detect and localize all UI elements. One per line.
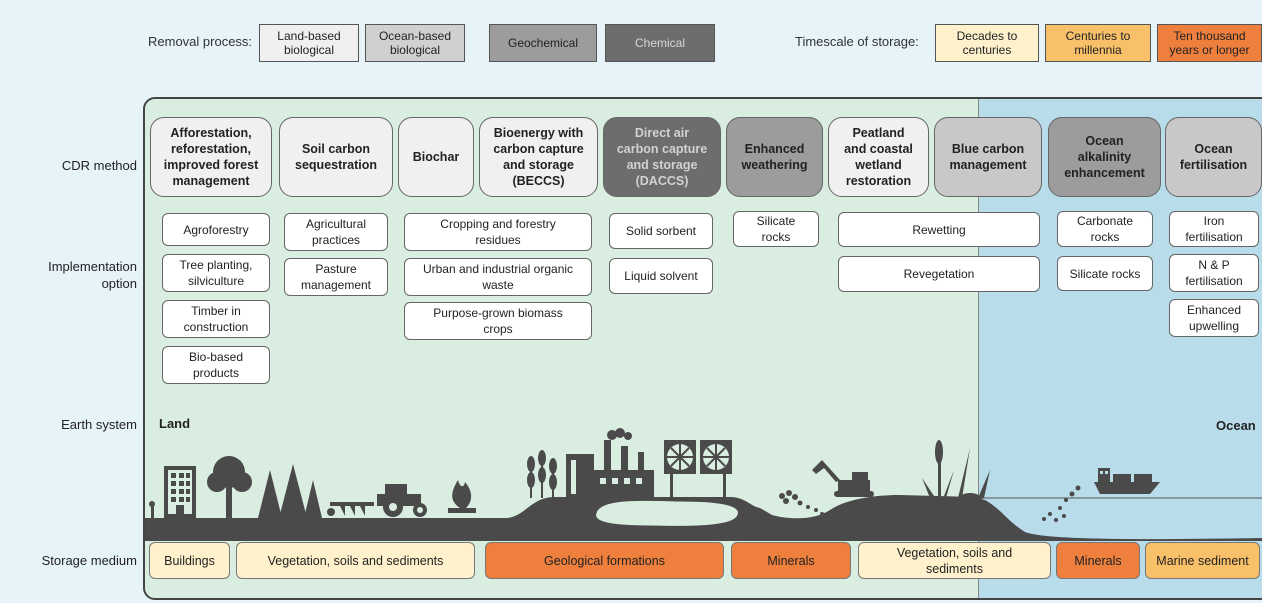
option-tree-planting: Tree planting, silviculture xyxy=(162,254,270,292)
row-label-earth-system: Earth system xyxy=(61,417,137,432)
storage-minerals-ocean: Minerals xyxy=(1056,542,1140,579)
option-liquid-solvent: Liquid solvent xyxy=(609,258,713,294)
plough-icon xyxy=(327,502,374,516)
tractor-icon xyxy=(377,484,427,517)
legend-decades: Decades to centuries xyxy=(935,24,1039,62)
option-timber: Timber in construction xyxy=(162,300,270,338)
method-daccs: Direct air carbon capture and storage (D… xyxy=(603,117,721,197)
method-afforestation: Afforestation, reforestation, improved f… xyxy=(150,117,272,197)
option-agroforestry: Agroforestry xyxy=(162,213,270,246)
legend-ten-thousand: Ten thousand years or longer xyxy=(1157,24,1262,62)
method-beccs: Bioenergy with carbon capture and storag… xyxy=(479,117,598,197)
storage-buildings: Buildings xyxy=(149,542,230,579)
option-carbonate-rocks: Carbonate rocks xyxy=(1057,211,1153,247)
option-bio-based: Bio-based products xyxy=(162,346,270,384)
storage-vegetation-land: Vegetation, soils and sediments xyxy=(236,542,475,579)
storage-minerals: Minerals xyxy=(731,542,851,579)
rocks-icon xyxy=(779,490,824,516)
option-silicate-rocks: Silicate rocks xyxy=(733,211,819,247)
flame-icon xyxy=(448,480,476,513)
option-pasture: Pasture management xyxy=(284,258,388,296)
direct-air-capture-fans-icon xyxy=(664,440,732,498)
row-label-storage-medium: Storage medium xyxy=(41,553,137,568)
option-np-fertilisation: N & P fertilisation xyxy=(1169,254,1259,292)
ocean-label: Ocean xyxy=(1216,418,1256,433)
building-icon xyxy=(149,466,196,518)
option-enhanced-upwelling: Enhanced upwelling xyxy=(1169,299,1259,337)
tree-icon xyxy=(207,456,252,518)
wetland-plants-icon xyxy=(922,440,970,498)
storage-geological: Geological formations xyxy=(485,542,724,579)
ocean-rocks-icon xyxy=(1042,485,1081,522)
option-rewetting: Rewetting xyxy=(838,212,1040,247)
legend-geochemical: Geochemical xyxy=(489,24,597,62)
storage-vegetation-coastal: Vegetation, soils and sediments xyxy=(858,542,1051,579)
geological-reservoir xyxy=(595,499,739,527)
row-label-cdr-method: CDR method xyxy=(61,158,137,173)
ship-icon xyxy=(1094,468,1160,494)
method-blue-carbon: Blue carbon management xyxy=(934,117,1042,197)
method-peatland: Peatland and coastal wetland restoration xyxy=(828,117,929,197)
option-revegetation: Revegetation xyxy=(838,256,1040,292)
crops-icon xyxy=(527,450,557,498)
land-label: Land xyxy=(159,416,191,431)
conifer-trees-icon xyxy=(258,464,322,518)
storage-marine-sediment: Marine sediment xyxy=(1145,542,1260,579)
option-silicate-rocks-ocean: Silicate rocks xyxy=(1057,256,1153,291)
seagrass-icon xyxy=(958,470,990,507)
excavator-icon xyxy=(812,460,874,497)
method-enhanced-weathering: Enhanced weathering xyxy=(726,117,823,197)
option-solid-sorbent: Solid sorbent xyxy=(609,213,713,249)
method-ocean-fertilisation: Ocean fertilisation xyxy=(1165,117,1262,197)
option-urban-waste: Urban and industrial organic waste xyxy=(404,258,592,296)
removal-process-label: Removal process: xyxy=(148,34,253,49)
legend-land-based: Land-based biological xyxy=(259,24,359,62)
option-iron-fertilisation: Iron fertilisation xyxy=(1169,211,1259,247)
option-agricultural: Agricultural practices xyxy=(284,213,388,251)
legend-ocean-based: Ocean-based biological xyxy=(365,24,465,62)
method-soil-carbon: Soil carbon sequestration xyxy=(279,117,393,197)
row-label-implementation: Implementation option xyxy=(48,259,137,291)
timescale-label: Timescale of storage: xyxy=(795,34,919,49)
method-ocean-alkalinity: Ocean alkalinity enhancement xyxy=(1048,117,1161,197)
factory-icon xyxy=(566,428,654,498)
legend-chemical: Chemical xyxy=(605,24,715,62)
option-purpose-grown: Purpose-grown biomass crops xyxy=(404,302,592,340)
option-cropping-residues: Cropping and forestry residues xyxy=(404,213,592,251)
legend-centuries: Centuries to millennia xyxy=(1045,24,1151,62)
method-biochar: Biochar xyxy=(398,117,474,197)
